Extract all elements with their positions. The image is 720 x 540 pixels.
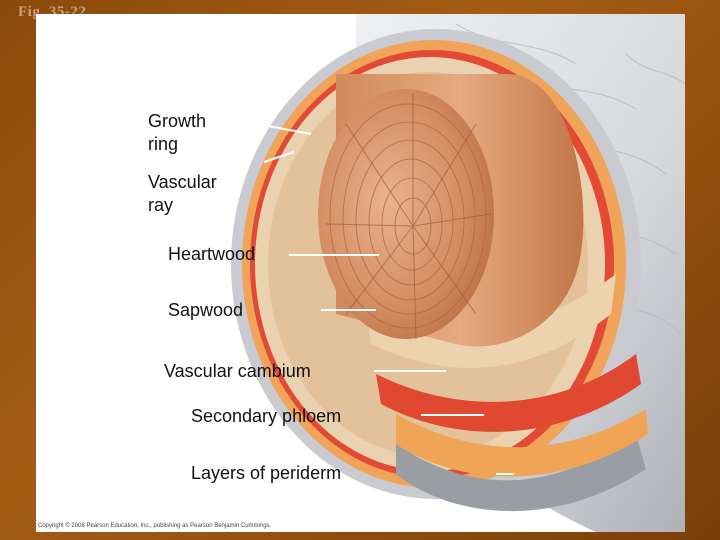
label-sapwood: Sapwood	[168, 300, 244, 320]
growth-rings-lines	[329, 103, 487, 329]
label-heartwood: Heartwood	[168, 244, 256, 264]
diagram-panel: Growth ring Vascular ray Heartwood Sapwo…	[36, 14, 685, 532]
heartwood-face	[318, 89, 494, 339]
periderm-flap	[396, 434, 646, 512]
label-vascular-cambium: Vascular cambium	[164, 361, 311, 381]
sapwood-flap	[366, 274, 616, 368]
copyright-notice: Copyright © 2008 Pearson Education, Inc.…	[38, 523, 272, 529]
cambium-flap	[376, 354, 641, 432]
label-vascular-ray: Vascular ray	[148, 172, 217, 215]
phloem-flap	[396, 409, 648, 477]
label-secondary-phloem: Secondary phloem	[191, 406, 342, 426]
leader-lines	[263, 125, 514, 475]
label-growth-ring: Growth ring	[148, 111, 207, 154]
label-periderm: Layers of periderm	[191, 463, 342, 483]
vascular-rays-lines	[325, 94, 492, 340]
stem-cross-section-illustration	[231, 14, 685, 532]
